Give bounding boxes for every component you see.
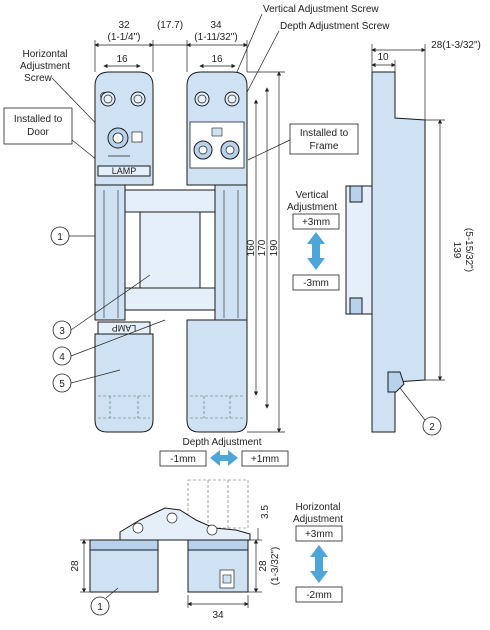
dim-32: 32 [118, 20, 130, 31]
side-protrusion [345, 185, 373, 315]
depth-plus-box [241, 450, 289, 467]
horizontal-plus-box [295, 525, 343, 542]
lamp-logo-top: LAMP [112, 166, 137, 176]
label-vertical-adjustment-1: Vertical [296, 190, 329, 201]
lamp-logo-bottom: LAMP [112, 323, 137, 333]
dim-28-bottom-right: 28 [258, 560, 269, 572]
dim-190: 190 [269, 239, 280, 256]
vertical-arrow-icon [307, 232, 325, 270]
dim-16-left: 16 [116, 54, 128, 65]
label-vertical-adjustment-screw: Vertical Adjustment Screw [263, 4, 379, 15]
installed-to-door-box [3, 107, 73, 145]
horizontal-arrow-icon [310, 545, 328, 583]
callout-4-text: 4 [59, 352, 65, 363]
horizontal-plus-value: +3mm [305, 529, 333, 540]
label-installed-to-frame-1: Installed to [300, 128, 349, 139]
front-view: LAMP LAMP [94, 71, 248, 433]
dim-34-inch: (1-11/32") [194, 32, 237, 43]
right-leaf-lower [186, 319, 248, 433]
callout-1-text: 1 [57, 232, 63, 243]
left-badge-icon [131, 131, 143, 143]
callout-1 [50, 226, 70, 246]
left-body [94, 184, 126, 321]
vertical-plus-box [292, 213, 340, 230]
horizontal-adjustment: Horizontal Adjustment +3mm -2mm [293, 502, 343, 603]
label-depth-adjustment: Depth Adjustment [183, 437, 262, 448]
label-horizontal-screw-3: Screw [24, 73, 53, 84]
linkage-pin-3 [206, 524, 218, 536]
vertical-dimensions: 160 170 190 [246, 71, 285, 433]
horizontal-minus-value: -2mm [306, 590, 332, 601]
label-installed-to-frame-2: Frame [310, 141, 339, 152]
vertical-minus-box [292, 274, 340, 291]
label-installed-to-door-1: Installed to [14, 114, 63, 125]
linkage-pin-1 [132, 522, 144, 534]
label-horizontal-screw-2: Adjustment [20, 61, 70, 72]
dim-139: 139 [451, 242, 462, 259]
arm-center [139, 211, 201, 289]
arm-bottom [124, 287, 216, 311]
lamp-plate-top [97, 165, 151, 177]
callout-2-text: 2 [429, 422, 435, 433]
dim-34-bottom: 34 [212, 610, 224, 621]
dim-10: 10 [377, 52, 389, 63]
dim-16-right: 16 [211, 54, 223, 65]
installed-to-frame-box [289, 123, 359, 155]
label-depth-adjustment-screw: Depth Adjustment Screw [280, 21, 390, 32]
label-vertical-adjustment-2: Adjustment [287, 202, 337, 213]
dim-170: 170 [257, 239, 268, 256]
callout-5 [52, 373, 72, 393]
label-horizontal-adjustment-1: Horizontal [295, 502, 340, 513]
label-horizontal-screw-1: Horizontal [22, 49, 67, 60]
callout-3 [52, 320, 72, 340]
side-tab-bottom [349, 297, 363, 315]
label-horizontal-adjustment-2: Adjustment [293, 514, 343, 525]
dim-28-bottom-right-inch: (1-3/32") [270, 547, 281, 586]
vertical-minus-value: -3mm [303, 278, 329, 289]
vertical-adjustment: Vertical Adjustment +3mm -3mm [287, 190, 340, 291]
dim-32-inch: (1-1/4") [107, 32, 140, 43]
depth-adjustment: Depth Adjustment -1mm +1mm [159, 437, 289, 467]
callout-5-text: 5 [59, 379, 65, 390]
callout-3-text: 3 [59, 326, 65, 337]
top-dimensions: 32 (1-1/4") (17.7) 34 (1-11/32") 16 16 [94, 20, 248, 72]
top-labels: Vertical Adjustment Screw Depth Adjustme… [3, 4, 390, 161]
bottom-left-block-top [89, 539, 159, 551]
dim-139-inch: (5-15/32") [463, 228, 474, 272]
callout-2 [422, 416, 442, 436]
dim-160: 160 [246, 239, 257, 256]
dim-gap: (17.7) [157, 20, 183, 31]
dim-34: 34 [210, 20, 222, 31]
linkage-pin-2 [166, 512, 178, 524]
arm-top [124, 189, 216, 213]
side-view: 10 28(1-3/32") 139 (5-15/32") 2 [345, 40, 481, 436]
callout-1-bottom-text: 1 [97, 602, 103, 613]
right-body [214, 184, 248, 321]
dim-28-bottom-left: 28 [70, 560, 81, 572]
depth-minus-value: -1mm [170, 454, 196, 465]
depth-plus-value: +1mm [251, 454, 279, 465]
label-installed-to-door-2: Door [27, 127, 49, 138]
dim-3-5: 3.5 [260, 505, 271, 519]
horizontal-minus-box [295, 586, 343, 603]
bottom-view: 28 3.5 28 (1-3/32") 34 1 [70, 479, 281, 621]
depth-minus-box [159, 450, 207, 467]
bottom-right-block-top [187, 539, 249, 551]
callout-1-bottom [90, 596, 110, 616]
callout-4 [52, 346, 72, 366]
dim-28-side: 28(1-3/32") [431, 40, 481, 51]
depth-arrow-icon [210, 450, 238, 466]
side-tab-top [349, 185, 363, 203]
left-leaf-lower [94, 333, 154, 433]
vertical-plus-value: +3mm [302, 217, 330, 228]
front-callouts: 1 3 4 5 [50, 226, 166, 393]
